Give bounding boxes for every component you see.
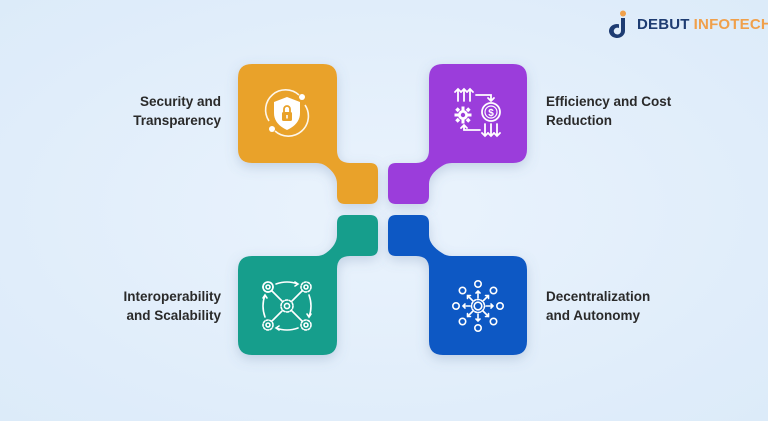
brand-name-part1: DEBUT bbox=[637, 15, 690, 33]
label-line: and Scalability bbox=[126, 308, 221, 323]
gear-dollar-cycle-icon: $ bbox=[448, 83, 508, 143]
label-security-transparency: Security and Transparency bbox=[133, 92, 221, 130]
label-line: Transparency bbox=[133, 113, 221, 128]
shield-lock-icon bbox=[257, 83, 317, 143]
connected-gears-icon bbox=[257, 276, 317, 336]
label-line: Security and bbox=[139, 94, 221, 109]
label-line: and Autonomy bbox=[546, 308, 640, 323]
debut-logo-icon bbox=[607, 10, 631, 38]
label-efficiency-cost: Efficiency and Cost Reduction bbox=[546, 92, 671, 130]
label-line: Efficiency and Cost bbox=[546, 94, 672, 109]
label-line: Decentralization bbox=[546, 289, 651, 304]
brand-name-part2: INFOTECH bbox=[693, 15, 768, 33]
label-line: Interoperability bbox=[123, 289, 221, 304]
svg-text:$: $ bbox=[488, 108, 494, 119]
network-hub-icon bbox=[448, 276, 508, 336]
label-line: Reduction bbox=[546, 113, 612, 128]
label-interoperability-scalability: Interoperability and Scalability bbox=[123, 287, 221, 325]
label-decentralization-autonomy: Decentralization and Autonomy bbox=[546, 287, 650, 325]
